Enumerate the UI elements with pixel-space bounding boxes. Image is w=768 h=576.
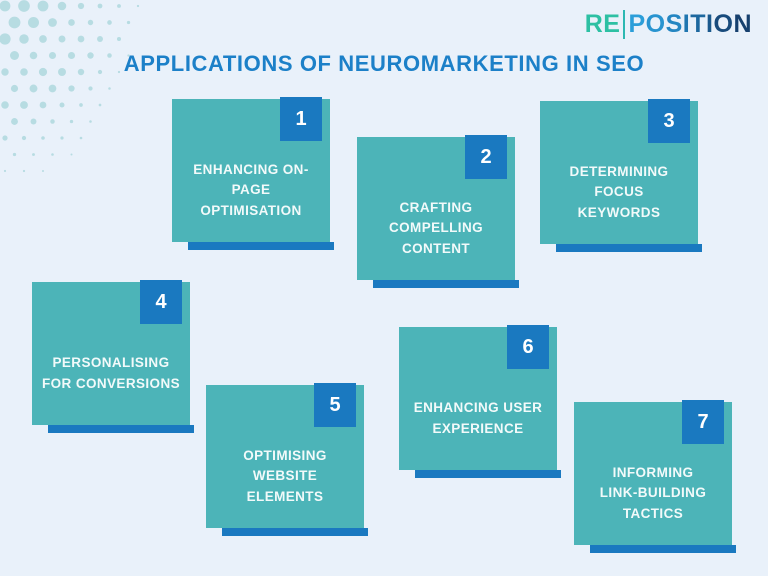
- card-underline-bar: [188, 242, 334, 250]
- card-underline-bar: [373, 280, 519, 288]
- card-crafting-compelling-content: 2 CRAFTING COMPELLING CONTENT: [357, 135, 519, 288]
- card-number-badge: 7: [682, 400, 724, 444]
- logo-divider-line: [623, 10, 626, 39]
- card-underline-bar: [222, 528, 368, 536]
- card-label: ENHANCING ON- PAGE OPTIMISATION: [193, 161, 309, 218]
- card-label: CRAFTING COMPELLING CONTENT: [389, 199, 483, 256]
- card-number-badge: 3: [648, 99, 690, 143]
- card-label: OPTIMISING WEBSITE ELEMENTS: [243, 447, 327, 504]
- page-title: APPLICATIONS OF NEUROMARKETING IN SEO: [123, 51, 645, 76]
- card-number-badge: 2: [465, 135, 507, 179]
- card-number-badge: 5: [314, 383, 356, 427]
- card-label: PERSONALISING FOR CONVERSIONS: [41, 354, 180, 391]
- card-underline-bar: [556, 244, 702, 252]
- logo-position-text: POSITION: [628, 10, 752, 38]
- card-number-badge: 6: [507, 325, 549, 369]
- card-label: DETERMINING FOCUS KEYWORDS: [569, 163, 669, 220]
- card-enhancing-user-experience: 6 ENHANCING USER EXPERIENCE: [399, 325, 561, 478]
- card-personalising-for-conversions: 4 PERSONALISING FOR CONVERSIONS: [32, 280, 194, 433]
- card-underline-bar: [590, 545, 736, 553]
- card-informing-link-building-tactics: 7 INFORMING LINK-BUILDING TACTICS: [574, 400, 736, 553]
- card-enhancing-on-page-optimisation: 1 ENHANCING ON- PAGE OPTIMISATION: [172, 97, 334, 250]
- logo-re-text: RE: [584, 10, 621, 38]
- card-label: ENHANCING USER EXPERIENCE: [413, 399, 543, 436]
- card-number-badge: 4: [140, 280, 182, 324]
- card-label: INFORMING LINK-BUILDING TACTICS: [599, 464, 707, 521]
- card-underline-bar: [415, 470, 561, 478]
- card-determining-focus-keywords: 3 DETERMINING FOCUS KEYWORDS: [540, 99, 702, 252]
- card-underline-bar: [48, 425, 194, 433]
- card-number-badge: 1: [280, 97, 322, 141]
- card-optimising-website-elements: 5 OPTIMISING WEBSITE ELEMENTS: [206, 383, 368, 536]
- halftone-dot-pattern: [0, 0, 140, 173]
- reposition-logo: RE POSITION: [585, 10, 752, 39]
